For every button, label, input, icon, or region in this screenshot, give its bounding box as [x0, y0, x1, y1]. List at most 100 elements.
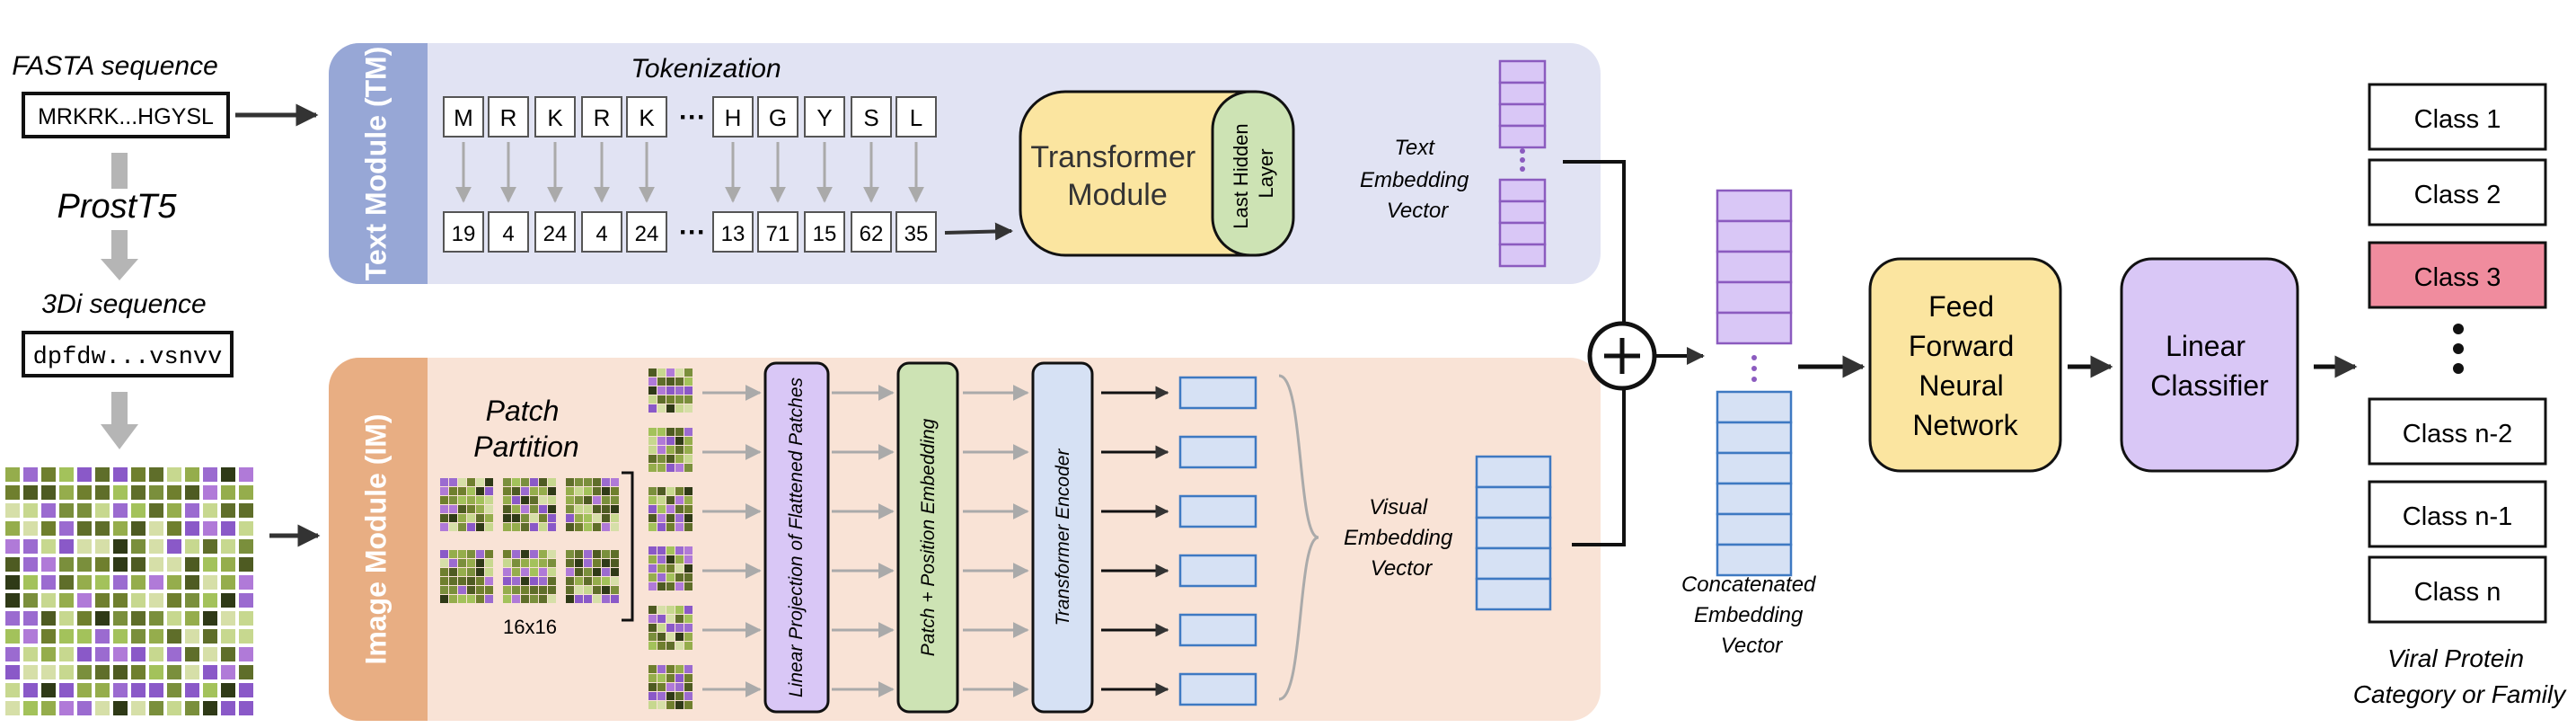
ffnn: Feed Forward Neural Network: [1868, 257, 2113, 473]
grid-cell: [684, 665, 693, 673]
grid-cell: [458, 586, 466, 594]
grid-cell: [666, 395, 675, 404]
grid-cell: [675, 505, 684, 513]
image-module: Image Module (IM) Patch Partition 16x16 …: [329, 358, 1601, 721]
grid-cell: [666, 428, 675, 436]
grid-cell: [611, 478, 619, 486]
grid-cell: [185, 557, 199, 572]
token-id-text: 24: [635, 222, 659, 246]
class-box-highlighted: [2368, 241, 2547, 309]
classifier: Linear Classifier: [2120, 257, 2358, 473]
3di-label: 3Di sequence: [41, 289, 206, 319]
grid-cell: [611, 568, 619, 576]
grid-cell: [602, 550, 610, 558]
grid-cell: [449, 595, 457, 603]
grid-cell: [113, 539, 128, 554]
grid-cell: [666, 555, 675, 564]
grid-cell: [593, 559, 601, 567]
grid-cell: [602, 505, 610, 513]
grid-cell: [593, 586, 601, 594]
grid-cell: [666, 615, 675, 623]
grid-cell: [548, 586, 556, 594]
grid-cell: [657, 674, 666, 682]
text-embedding-label: Text Embedding Vector: [1360, 136, 1475, 223]
token-id-text: 19: [452, 222, 476, 246]
grid-cell: [59, 467, 74, 482]
tokenization-label: Tokenization: [631, 54, 781, 84]
grid-cell: [530, 514, 538, 522]
grid-cell: [530, 505, 538, 513]
grid-cell: [675, 386, 684, 395]
grid-cell: [648, 523, 657, 531]
grid-cell: [611, 487, 619, 495]
grid-cell: [648, 546, 657, 555]
grid-cell: [584, 487, 592, 495]
grid-cell: [521, 496, 529, 504]
token-ellipsis: ···: [679, 102, 706, 132]
vector-cell: [1716, 189, 1793, 223]
token-id-text: 15: [813, 222, 837, 246]
linear-classifier-label: Linear Classifier: [2150, 330, 2269, 402]
grid-cell: [23, 611, 38, 626]
grid-cell: [239, 503, 253, 518]
grid-cell: [239, 665, 253, 679]
vector-cell: [1498, 243, 1547, 268]
grid-cell: [566, 487, 574, 495]
grid-cell: [648, 464, 657, 472]
grid-cell: [23, 485, 38, 500]
grid-cell: [95, 593, 110, 608]
grid-cell: [503, 559, 511, 567]
grid-cell: [684, 514, 693, 522]
grid-cell: [657, 428, 666, 436]
token-id-box: [443, 211, 484, 253]
grid-cell: [149, 629, 163, 644]
grid-cell: [485, 550, 493, 558]
grid-cell: [521, 550, 529, 558]
grid-cell: [476, 496, 484, 504]
grid-cell: [657, 523, 666, 531]
grid-cell: [675, 377, 684, 386]
grid-cell: [657, 692, 666, 700]
vector-cell: [1475, 577, 1552, 611]
grid-cell: [684, 633, 693, 641]
encoder-output-bracket: [1278, 374, 1319, 701]
grid-cell: [476, 523, 484, 531]
grid-cell: [476, 559, 484, 567]
grid-cell: [77, 611, 92, 626]
grid-cell: [476, 487, 484, 495]
grid-cell: [149, 467, 163, 482]
grid-cell: [512, 595, 520, 603]
grid-cell: [113, 683, 128, 697]
grid-cell: [657, 683, 666, 691]
grid-cell: [458, 559, 466, 567]
token-id-box: [895, 211, 937, 253]
grid-cell: [503, 496, 511, 504]
grid-cell: [23, 503, 38, 518]
grid-cell: [149, 521, 163, 536]
encoder-output-token: [1178, 554, 1257, 588]
grid-cell: [203, 665, 217, 679]
grid-cell: [666, 455, 675, 463]
grid-cell: [666, 582, 675, 590]
grid-cell: [77, 503, 92, 518]
grid-cell: [185, 467, 199, 482]
grid-cell: [440, 478, 448, 486]
grid-cell: [239, 575, 253, 590]
model-name: ProstT5: [57, 188, 177, 226]
grid-cell: [602, 559, 610, 567]
grid-cell: [657, 377, 666, 386]
grid-cell: [611, 496, 619, 504]
grid-cell: [485, 595, 493, 603]
token-id-text: 4: [502, 222, 514, 246]
grid-cell: [185, 485, 199, 500]
grid-cell: [203, 593, 217, 608]
grid-cell: [684, 683, 693, 691]
grid-cell: [449, 478, 457, 486]
grid-cell: [5, 575, 20, 590]
grid-cell: [602, 586, 610, 594]
grid-cell: [675, 674, 684, 682]
class-box: [2368, 158, 2547, 226]
grid-cell: [657, 487, 666, 495]
